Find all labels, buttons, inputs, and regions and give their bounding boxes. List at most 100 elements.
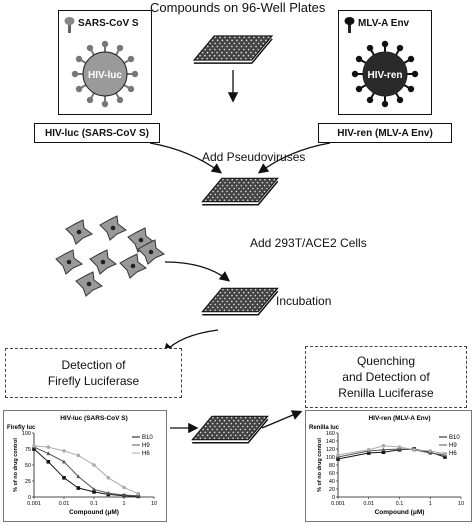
legend-label: B10 (449, 435, 460, 441)
data-point-B10 (443, 455, 447, 459)
y-tick-label: 100 (22, 431, 31, 437)
x-tick-label: 0.01 (363, 501, 374, 507)
x-tick-label: 1 (122, 501, 125, 507)
data-point-H6 (122, 485, 126, 490)
y-tick-label: 75 (25, 447, 31, 453)
plate-pseudoviruses (201, 177, 279, 206)
y-tick-label: 60 (329, 471, 335, 477)
x-tick-label: 0.001 (27, 501, 41, 507)
y-tick-label: 100 (326, 455, 335, 461)
series-line-H6 (33, 445, 139, 495)
virus-particle-icon (351, 40, 419, 108)
y-tick-label: 0 (332, 495, 335, 501)
data-point-B10 (32, 447, 36, 451)
y-tick-label: 140 (326, 439, 335, 445)
detection-firefly-box: Detection of Firefly Luciferase (5, 348, 182, 398)
y-tick-label: 20 (329, 487, 335, 493)
data-point-H6 (381, 444, 386, 448)
data-point-H6 (136, 492, 141, 496)
x-tick-label: 10 (151, 501, 157, 507)
data-point-H6 (46, 445, 51, 449)
data-point-B10 (62, 476, 66, 480)
data-point-H6 (32, 444, 36, 448)
y-tick-label: 160 (326, 431, 335, 437)
plate-quench (191, 415, 269, 444)
legend-label: H6 (142, 451, 150, 457)
x-tick-label: 10 (458, 501, 464, 507)
y-tick-label: 25 (25, 479, 31, 485)
y-axis-label: % of no drug control (317, 438, 323, 492)
legend-label: B10 (142, 435, 153, 441)
step-add-pseudoviruses: Add Pseudoviruses (202, 150, 306, 164)
y-tick-label: 120 (326, 447, 335, 453)
detection-firefly-line2: Firefly Luciferase (47, 374, 140, 388)
data-point-B10 (76, 486, 81, 490)
detection-renilla-line1: Quenching (356, 354, 416, 368)
data-point-H6 (366, 448, 371, 452)
legend-label: H9 (142, 443, 150, 449)
step-incubation: Incubation (276, 294, 332, 308)
spike-icon (64, 17, 75, 33)
left-virus-box: HIV-luc (SARS-CoV S) (34, 123, 160, 143)
arrow-to-renilla (261, 410, 303, 429)
legend-label: H6 (449, 451, 457, 457)
cells-illustration (55, 215, 165, 297)
data-point-H6 (62, 449, 66, 453)
y-tick-label: 50 (25, 463, 31, 469)
series-line-B10 (33, 448, 139, 497)
renilla-chart-panel: HIV-ren (MLV-A Env) Renilla luc 0 20 40 60 80 1… (305, 410, 472, 522)
left-virus-illustration: HIV-luc SARS-CoV S (64, 17, 139, 108)
x-axis-label: Compound (μM) (69, 509, 119, 516)
arrow-left-to-plate (149, 142, 223, 174)
right-protein-label: MLV-A Env (358, 18, 410, 29)
data-point-H9 (381, 447, 386, 452)
data-point-H9 (106, 490, 111, 495)
firefly-chart: HIV-luc (SARS-CoV S)Firefly luc025507510… (7, 415, 157, 516)
data-point-H6 (92, 463, 96, 467)
virus-particle-icon (71, 40, 139, 108)
y-tick-label: 80 (329, 463, 335, 469)
chart-panel-label: Firefly luc (7, 425, 36, 431)
spike-icon (344, 17, 355, 33)
right-virus-box: HIV-ren (MLV-A Env) (318, 123, 452, 143)
page-title: Compounds on 96-Well Plates (150, 0, 326, 15)
data-point-H9 (92, 487, 96, 491)
arrow-right-to-plate (257, 142, 331, 174)
data-point-H9 (76, 474, 81, 479)
x-axis-label: Compound (μM) (375, 509, 425, 516)
right-core-label: HIV-ren (367, 70, 402, 81)
data-point-B10 (46, 460, 51, 464)
y-tick-label: 0 (28, 495, 31, 501)
data-point-B10 (92, 490, 96, 494)
data-point-B10 (381, 450, 386, 454)
step-add-cells: Add 293T/ACE2 Cells (250, 236, 367, 250)
data-point-B10 (366, 451, 371, 455)
x-tick-label: 0.01 (59, 501, 70, 507)
data-point-H6 (336, 453, 340, 457)
data-point-H6 (76, 453, 81, 458)
detection-renilla-box: Quenching and Detection of Renilla Lucif… (305, 346, 467, 408)
data-point-B10 (336, 457, 340, 461)
data-point-H6 (412, 448, 416, 452)
detection-renilla-line3: Renilla Luciferase (338, 386, 434, 400)
detection-renilla-line2: and Detection of (342, 370, 430, 384)
x-tick-label: 1 (429, 501, 432, 507)
data-point-H9 (62, 459, 66, 464)
chart-title: HIV-luc (SARS-CoV S) (60, 415, 128, 422)
x-tick-label: 0.1 (90, 501, 98, 507)
y-axis-label: % of no drug control (13, 438, 19, 492)
legend-label: H9 (449, 443, 457, 449)
plate-compounds (192, 35, 274, 64)
left-core-label: HIV-luc (88, 70, 122, 81)
data-point-H6 (397, 445, 402, 449)
y-tick-label: 40 (329, 479, 335, 485)
plate-incubation (201, 287, 279, 316)
chart-title: HIV-ren (MLV-A Env) (368, 415, 430, 422)
series-line-H9 (33, 446, 139, 497)
detection-firefly-line1: Detection of (61, 358, 126, 372)
data-point-H6 (428, 449, 433, 453)
chart-panel-label: Renilla luc (309, 425, 340, 431)
x-tick-label: 0.001 (331, 501, 345, 507)
